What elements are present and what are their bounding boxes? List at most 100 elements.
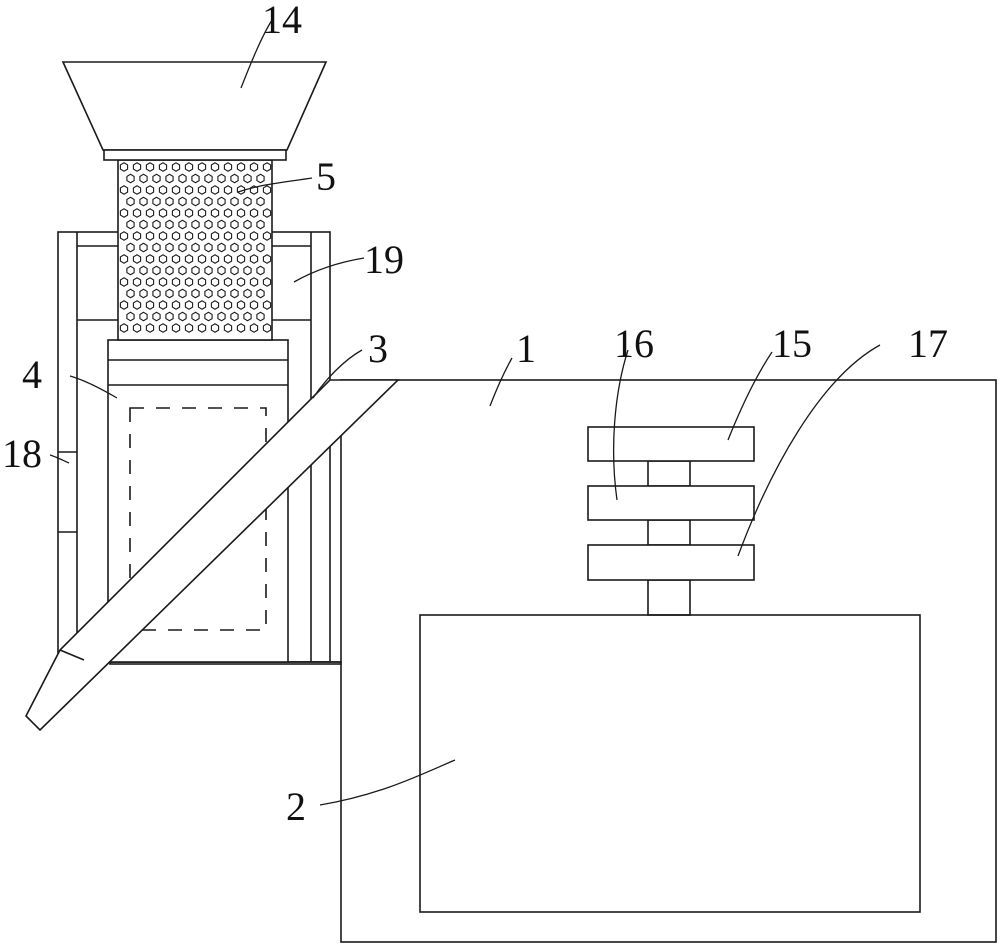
screen-hole (256, 173, 265, 184)
screen-hole (158, 254, 168, 264)
screen-hole (165, 242, 174, 253)
leader-17 (737, 344, 881, 557)
screen-hole (256, 288, 265, 299)
screen-hole (243, 242, 252, 253)
screen-hole (204, 265, 213, 276)
screen-hole (132, 231, 142, 241)
screen-hole (158, 323, 168, 333)
screen-hole (171, 254, 181, 264)
screen-hole (126, 196, 135, 207)
screen-hole (145, 208, 155, 218)
screen-hole (184, 277, 194, 287)
screen-hole (171, 277, 181, 287)
dashed-window (129, 407, 267, 631)
screen-hole (158, 162, 168, 172)
label-16: 16 (614, 321, 654, 366)
screen-hole (145, 185, 155, 195)
screen-hole (178, 173, 187, 184)
screen-hole (210, 323, 220, 333)
screen-hole (178, 288, 187, 299)
screen-hole (243, 196, 252, 207)
screen-hole (184, 185, 194, 195)
screen-hole (126, 311, 135, 322)
screen-hole (256, 265, 265, 276)
screen-hole (230, 219, 239, 230)
screen-hole (204, 242, 213, 253)
screen-hole (119, 231, 129, 241)
screen-hole (210, 185, 220, 195)
screen-hole (249, 254, 259, 264)
shaft-upper (647, 460, 691, 487)
screen-hole (126, 242, 135, 253)
screen-hole (223, 162, 233, 172)
leader-4 (69, 375, 118, 399)
screen-hole (230, 196, 239, 207)
shaft-lower (647, 579, 691, 616)
screen-hole (210, 162, 220, 172)
screen-hole (132, 300, 142, 310)
screen-hole (119, 277, 129, 287)
screen-hole (243, 219, 252, 230)
screen-hole (191, 288, 200, 299)
screen-hole (139, 242, 148, 253)
screen-hole (152, 311, 161, 322)
screen-hole (230, 288, 239, 299)
screen-hole (243, 173, 252, 184)
screen-hole (197, 277, 207, 287)
screen-hole (119, 300, 129, 310)
screen-hole (139, 219, 148, 230)
screen-hole (217, 288, 226, 299)
screen-hole (126, 173, 135, 184)
screen-hole (243, 265, 252, 276)
screen-hole (165, 196, 174, 207)
screen-hole (132, 185, 142, 195)
screen-hole (210, 277, 220, 287)
screen-hole (204, 173, 213, 184)
shaft-middle (647, 519, 691, 546)
screen-hole (191, 196, 200, 207)
screen-hole (210, 254, 220, 264)
screen-hole (236, 277, 246, 287)
screen-hole (204, 196, 213, 207)
screen-hole (132, 254, 142, 264)
screen-hole (139, 173, 148, 184)
screen-hole (262, 162, 272, 172)
screen-hole (217, 173, 226, 184)
screen-hole (256, 311, 265, 322)
screen-hole (152, 242, 161, 253)
label-15: 15 (772, 321, 812, 366)
screen-hole (236, 254, 246, 264)
screen-hole (132, 162, 142, 172)
screen-hole (223, 277, 233, 287)
main-housing (340, 379, 997, 943)
screen-hole (191, 219, 200, 230)
screen-hole (217, 196, 226, 207)
plate-middle (587, 485, 755, 521)
screen-hole (262, 254, 272, 264)
screen-hole (197, 300, 207, 310)
screen-hole (158, 185, 168, 195)
screen-hole (256, 196, 265, 207)
screen-hole (171, 323, 181, 333)
screen-hole (223, 323, 233, 333)
screen-hole (217, 311, 226, 322)
screen-hole (139, 196, 148, 207)
screen-hole (184, 231, 194, 241)
screen-hole (145, 323, 155, 333)
label-3: 3 (368, 326, 388, 371)
screen-hole (139, 265, 148, 276)
screen-hole (158, 300, 168, 310)
leader-15 (727, 351, 773, 441)
screen-hole (204, 311, 213, 322)
screen-hole (171, 300, 181, 310)
screen-hole (145, 162, 155, 172)
screen-hole (217, 219, 226, 230)
screen-hole (139, 288, 148, 299)
screen-hole (249, 208, 259, 218)
label-17: 17 (908, 321, 948, 366)
inner-container (419, 614, 921, 913)
screen-hole (236, 185, 246, 195)
screen-hole (223, 300, 233, 310)
screen-hole (145, 300, 155, 310)
screen-holes (119, 162, 272, 333)
